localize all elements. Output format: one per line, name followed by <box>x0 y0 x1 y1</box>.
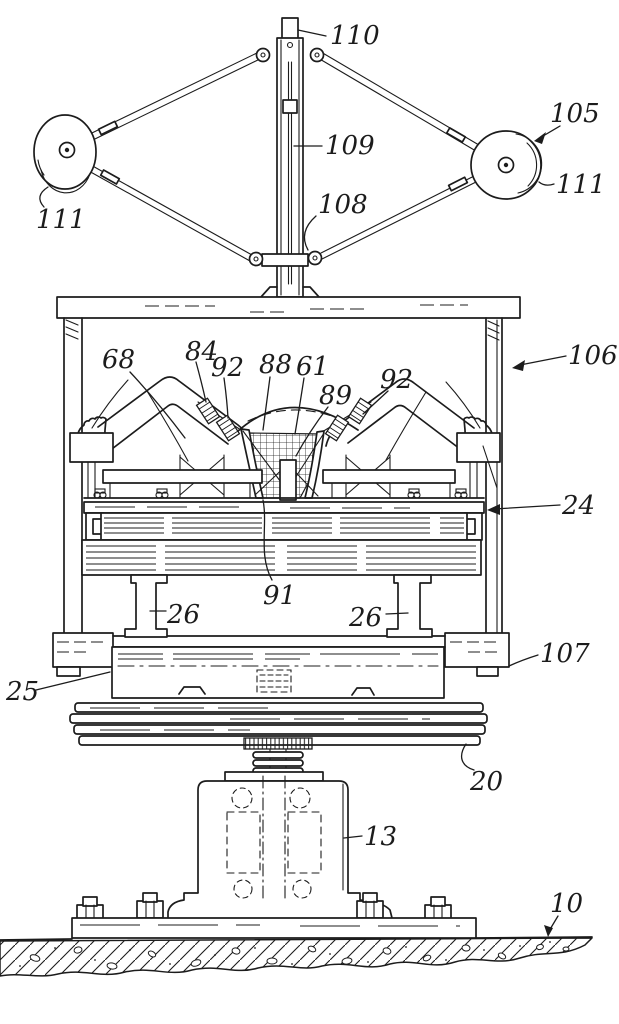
label-109: 109 <box>325 131 375 161</box>
leader-84 <box>195 361 207 403</box>
governor-arm-upper-left <box>62 51 263 154</box>
arrowhead-24 <box>487 504 500 515</box>
label-92-right: 92 <box>380 365 413 395</box>
anchor-bolts <box>76 892 452 920</box>
label-88: 88 <box>259 350 292 380</box>
bench-right <box>322 432 501 499</box>
leader-89 <box>295 406 329 457</box>
i-beam-right <box>386 574 433 638</box>
arrowhead-105 <box>534 132 546 144</box>
label-26-right: 26 <box>348 603 382 633</box>
label-111-left: 111 <box>36 205 86 235</box>
aggregate-dots <box>19 941 551 967</box>
leader-13 <box>343 835 363 839</box>
label-26-left: 26 <box>166 600 200 630</box>
leader-91 <box>262 499 273 581</box>
pedestal-13 <box>167 771 393 919</box>
leader-108 <box>303 215 317 251</box>
label-111-right: 111 <box>556 170 606 200</box>
governor-arm-lower-right <box>320 162 503 260</box>
foot-box-right <box>456 432 501 463</box>
i-beam-left <box>124 574 168 638</box>
governor-cap <box>281 17 299 40</box>
foot-box-left <box>69 432 114 463</box>
bench-left <box>69 432 263 499</box>
post-base-flare <box>260 286 320 298</box>
label-89: 89 <box>319 381 352 411</box>
frame-post-right <box>485 317 503 634</box>
leader-24 <box>493 504 561 510</box>
pulley-stack-20 <box>69 702 488 746</box>
label-107: 107 <box>540 639 590 669</box>
leader-92-left <box>223 377 229 419</box>
frame-post-left <box>63 317 83 634</box>
leader-61 <box>294 377 305 435</box>
fly-weight-left <box>33 114 97 194</box>
label-25: 25 <box>5 677 39 707</box>
label-84: 84 <box>185 337 218 367</box>
label-91: 91 <box>263 581 296 611</box>
leader-88 <box>262 376 271 431</box>
leader-25 <box>35 671 111 691</box>
label-68: 68 <box>102 345 135 375</box>
leader-111-left <box>39 186 49 208</box>
housing-box-25 <box>111 646 445 699</box>
lift-rod <box>282 61 298 285</box>
frame <box>52 296 521 677</box>
leader-111-right <box>538 181 555 186</box>
leader-26-right <box>385 612 409 615</box>
leader-106 <box>519 355 567 366</box>
fly-weight-right <box>470 130 543 200</box>
governor-assembly <box>33 17 543 298</box>
label-61: 61 <box>296 352 329 382</box>
label-10: 10 <box>550 889 583 919</box>
reference-numerals: 110 105 109 108 111 111 106 68 84 92 88 … <box>5 21 618 919</box>
threaded-shaft <box>252 748 304 775</box>
aggregate-stones <box>29 943 570 970</box>
label-106: 106 <box>568 341 618 371</box>
leader-lines <box>35 29 567 937</box>
slider-collar <box>248 250 323 267</box>
net-cradle <box>240 428 325 501</box>
ground-foundation <box>0 936 593 977</box>
label-24: 24 <box>561 491 595 521</box>
platform-24 <box>81 497 485 576</box>
restraint-straps-left <box>195 397 245 442</box>
label-105: 105 <box>550 99 600 129</box>
restraint-straps-right <box>321 397 373 442</box>
leader-20 <box>460 743 475 771</box>
arrowhead-10 <box>544 925 553 937</box>
label-13: 13 <box>364 822 397 852</box>
leader-92-right <box>362 390 389 415</box>
rider-right <box>325 378 494 461</box>
frame-foot-left <box>52 632 114 677</box>
governor-arm-lower-left <box>61 149 253 262</box>
net-center-post <box>279 459 297 501</box>
label-108: 108 <box>318 190 368 220</box>
label-20: 20 <box>469 767 503 797</box>
leader-110 <box>297 29 327 37</box>
base-plate <box>71 917 477 939</box>
governor-arm-upper-right <box>317 51 502 165</box>
frame-top-beam <box>56 296 521 319</box>
ribbed-hub <box>243 737 313 750</box>
leader-107 <box>508 654 539 667</box>
leader-68 <box>129 371 186 439</box>
label-92-left: 92 <box>211 353 244 383</box>
coupler-block <box>256 669 292 693</box>
arrowhead-106 <box>512 360 525 371</box>
label-110: 110 <box>330 21 380 51</box>
frame-foot-right <box>444 632 510 677</box>
